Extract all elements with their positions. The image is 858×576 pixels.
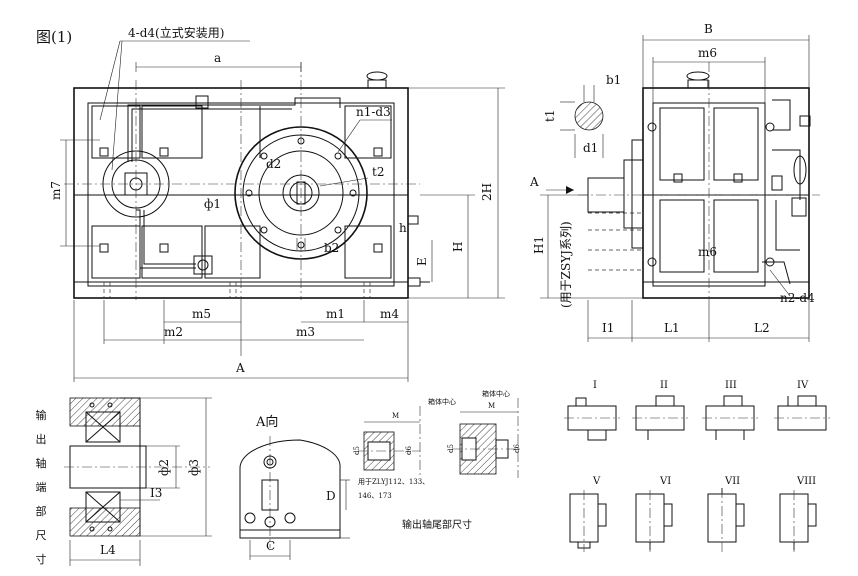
svg-text:M: M [488,402,495,410]
svg-text:箱体中心: 箱体中心 [428,397,456,406]
svg-text:d2: d2 [266,157,281,171]
svg-text:t1: t1 [543,110,557,122]
svg-text:b2: b2 [324,241,339,255]
svg-text:H1: H1 [532,236,546,254]
arrangement-label: III [725,380,737,391]
svg-text:A: A [529,175,539,189]
svg-text:b1: b1 [606,73,621,87]
arrangement-label: IV [797,380,809,391]
svg-text:H: H [451,242,465,252]
svg-text:a: a [214,51,221,65]
svg-text:D: D [326,489,336,503]
svg-text:m2: m2 [164,325,183,339]
svg-text:A向: A向 [255,414,278,430]
svg-text:146、173: 146、173 [358,492,392,500]
svg-text:ф3: ф3 [187,459,201,476]
svg-text:I3: I3 [150,486,162,500]
svg-text:d6: d6 [513,444,521,453]
svg-text:ф2: ф2 [157,459,171,476]
arrangement-label: VII [724,476,740,487]
svg-text:m4: m4 [380,307,399,321]
figure-title: 图(1) [36,28,72,46]
front-dimensions: a n1-d3 d2 t2 ф1 b2 2H H h E m7 m5 [49,51,505,382]
side-view [578,62,820,300]
svg-text:n1-d3: n1-d3 [356,105,391,119]
svg-text:n2-d4: n2-d4 [780,291,815,305]
a-direction-view: A向 D C [239,414,350,560]
shaft-end-dimensions: ф2 ф3 I3 L4 [69,397,212,566]
shaft-end-view [64,397,210,537]
svg-text:输出轴尾部尺寸: 输出轴尾部尺寸 [402,518,472,531]
svg-text:m7: m7 [49,181,63,200]
svg-text:B: B [704,22,713,36]
svg-text:m6: m6 [698,245,717,259]
mount-note: 4-d4(立式安装用) [128,25,224,40]
svg-text:L4: L4 [100,543,116,557]
svg-text:C: C [266,539,275,553]
svg-text:L1: L1 [664,321,680,335]
arrangement-label: VI [659,476,671,487]
svg-text:E: E [415,257,429,266]
svg-text:(用于ZSYJ系列): (用于ZSYJ系列) [559,221,573,308]
svg-text:m1: m1 [326,307,345,321]
arrangement-label: I [593,380,597,391]
svg-text:I1: I1 [602,321,614,335]
svg-text:h: h [399,221,407,235]
svg-text:m6: m6 [698,46,717,60]
svg-text:A: A [235,361,245,375]
svg-text:ф1: ф1 [204,197,221,211]
front-view [64,62,430,300]
svg-text:d5: d5 [353,446,361,455]
svg-text:t2: t2 [372,165,384,179]
svg-text:d1: d1 [583,141,598,155]
arrangement-label: II [660,380,668,391]
svg-text:m3: m3 [296,325,315,339]
shaft-end-vertical-title: 输出轴端部尺寸 [35,409,47,566]
arrangement-diagrams: I II III IV V VI VII VIII [564,380,830,552]
svg-text:箱体中心: 箱体中心 [482,389,510,398]
svg-text:L2: L2 [754,321,770,335]
arrangement-label: V [592,476,601,487]
svg-text:M: M [392,412,399,420]
svg-text:2H: 2H [480,183,494,201]
tail-detail: 箱体中心 箱体中心 M M d5 d6 d5 d6 用于ZLYJ112、133、… [353,389,521,531]
arrangement-label: VIII [796,476,816,487]
svg-text:用于ZLYJ112、133、: 用于ZLYJ112、133、 [358,478,429,486]
side-dimensions: B m6 b1 t1 d1 A m6 H1 (用于ZSYJ系列) n2-d4 I… [529,22,815,342]
svg-text:d5: d5 [447,444,455,453]
svg-text:d6: d6 [405,446,413,455]
svg-text:m5: m5 [192,307,211,321]
